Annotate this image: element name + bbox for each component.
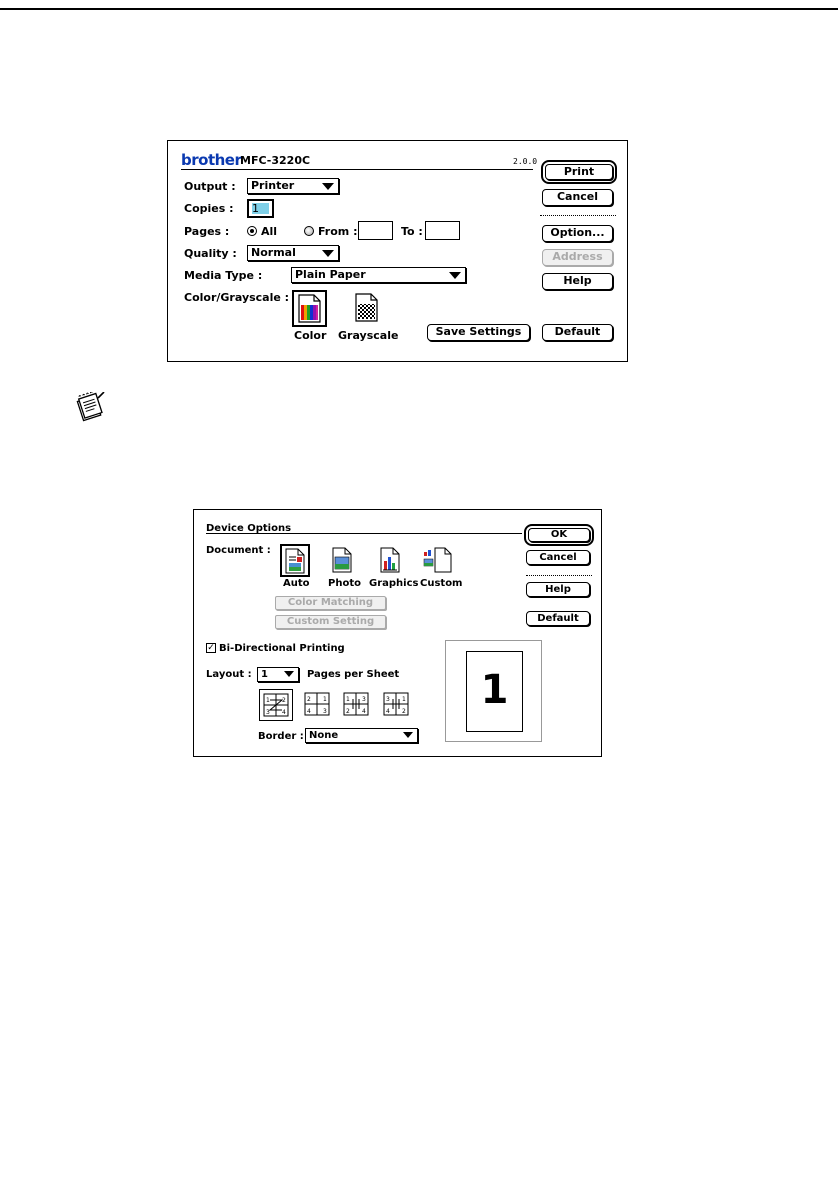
chevron-down-icon <box>403 732 413 738</box>
doc-type-label-graphics: Graphics <box>369 578 419 589</box>
layout-popup[interactable]: 1 <box>257 667 299 682</box>
color-matching-button[interactable]: Color Matching <box>275 596 386 610</box>
color-grayscale-label: Color/Grayscale : <box>184 291 290 304</box>
svg-text:1: 1 <box>402 696 406 703</box>
help-button[interactable]: Help <box>542 273 613 290</box>
svg-text:3: 3 <box>323 708 327 715</box>
layout-order-z-icon: 1 2 3 4 <box>263 693 289 717</box>
save-settings-button[interactable]: Save Settings <box>427 324 530 341</box>
layout-order-option-1[interactable]: 1 2 3 4 <box>259 689 293 721</box>
svg-text:2: 2 <box>282 697 286 704</box>
svg-text:2: 2 <box>307 696 311 703</box>
auto-document-icon <box>285 548 305 574</box>
pages-from-radio[interactable] <box>304 226 314 236</box>
graphics-document-icon[interactable] <box>379 547 401 573</box>
output-label: Output : <box>184 180 236 193</box>
doc-type-label-custom: Custom <box>420 578 463 589</box>
model-name: MFC-3220C <box>240 154 311 167</box>
preview-page: 1 <box>466 651 523 732</box>
svg-text:3: 3 <box>386 696 390 703</box>
chevron-down-icon <box>322 183 334 190</box>
svg-text:2: 2 <box>402 708 406 715</box>
pages-per-sheet-label: Pages per Sheet <box>307 669 400 680</box>
svg-text:4: 4 <box>386 708 390 715</box>
preview-page-number: 1 <box>480 667 509 713</box>
doc-auto-option[interactable] <box>280 544 310 577</box>
pages-from-label[interactable]: From : <box>318 225 358 238</box>
address-button[interactable]: Address <box>542 249 613 266</box>
cancel-button[interactable]: Cancel <box>542 189 613 206</box>
cancel-button[interactable]: Cancel <box>526 550 590 565</box>
svg-text:4: 4 <box>307 708 311 715</box>
button-separator <box>540 215 616 216</box>
print-dialog: brother MFC-3220C 2.0.0 Output : Printer… <box>167 140 628 362</box>
version-label: 2.0.0 <box>513 157 538 166</box>
svg-text:4: 4 <box>362 708 366 715</box>
default-button[interactable]: Default <box>542 324 613 341</box>
page-top-rule <box>0 8 838 10</box>
svg-text:1: 1 <box>346 696 350 703</box>
brother-logo: brother <box>181 151 242 169</box>
option-button[interactable]: Option... <box>542 225 613 242</box>
svg-text:3: 3 <box>362 696 366 703</box>
chevron-down-icon <box>322 250 334 257</box>
header-rule <box>181 169 533 170</box>
grayscale-document-icon[interactable] <box>354 293 379 322</box>
layout-order-rn-icon[interactable]: 3 1 4 2 <box>383 692 409 716</box>
copies-label: Copies : <box>184 202 234 215</box>
chevron-down-icon <box>449 272 461 279</box>
title-rule <box>206 533 522 534</box>
border-popup-value: None <box>309 730 339 741</box>
custom-setting-button[interactable]: Custom Setting <box>275 615 386 629</box>
custom-document-icon[interactable] <box>423 547 453 573</box>
color-document-icon <box>298 294 321 323</box>
button-separator <box>526 575 592 576</box>
pages-label: Pages : <box>184 225 230 238</box>
note-pad-icon <box>76 392 105 422</box>
media-type-popup-value: Plain Paper <box>295 268 366 281</box>
copies-value: 1 <box>252 203 269 214</box>
quality-popup[interactable]: Normal <box>247 245 339 261</box>
bidirectional-checkbox[interactable]: ✓ <box>206 643 216 653</box>
layout-preview: 1 <box>445 640 542 742</box>
color-option[interactable] <box>292 290 327 327</box>
document-label: Document : <box>206 545 271 556</box>
default-button[interactable]: Default <box>526 611 590 626</box>
pages-all-label[interactable]: All <box>261 225 278 238</box>
device-options-dialog: Device Options Document : <box>193 509 602 757</box>
bidirectional-label[interactable]: Bi-Directional Printing <box>219 643 345 654</box>
doc-type-label-auto: Auto <box>283 578 310 589</box>
svg-text:2: 2 <box>346 708 350 715</box>
pages-all-radio[interactable] <box>247 226 257 236</box>
svg-text:1: 1 <box>266 697 270 704</box>
layout-popup-value: 1 <box>261 669 268 680</box>
layout-order-rz-icon[interactable]: 2 1 4 3 <box>304 692 330 716</box>
doc-type-label-photo: Photo <box>328 578 361 589</box>
pages-to-field[interactable] <box>425 221 460 240</box>
layout-order-n-icon[interactable]: 1 3 2 4 <box>343 692 369 716</box>
photo-document-icon[interactable] <box>331 547 353 573</box>
quality-label: Quality : <box>184 247 237 260</box>
color-label: Color <box>294 329 327 342</box>
quality-popup-value: Normal <box>251 246 296 259</box>
help-button[interactable]: Help <box>526 582 590 597</box>
dialog-title: Device Options <box>206 523 292 534</box>
output-popup[interactable]: Printer <box>247 178 339 194</box>
pages-to-label: To : <box>401 225 423 238</box>
svg-text:1: 1 <box>323 696 327 703</box>
border-popup[interactable]: None <box>305 728 418 743</box>
copies-field[interactable]: 1 <box>247 199 274 218</box>
print-button[interactable]: Print <box>541 160 617 184</box>
svg-text:3: 3 <box>266 709 270 716</box>
svg-text:4: 4 <box>282 709 286 716</box>
grayscale-label: Grayscale <box>338 329 399 342</box>
border-label: Border : <box>258 731 304 742</box>
ok-button[interactable]: OK <box>524 524 594 546</box>
layout-label: Layout : <box>206 669 252 680</box>
output-popup-value: Printer <box>251 179 295 192</box>
media-type-label: Media Type : <box>184 269 263 282</box>
pages-from-field[interactable] <box>358 221 393 240</box>
chevron-down-icon <box>284 671 294 677</box>
media-type-popup[interactable]: Plain Paper <box>291 267 466 283</box>
